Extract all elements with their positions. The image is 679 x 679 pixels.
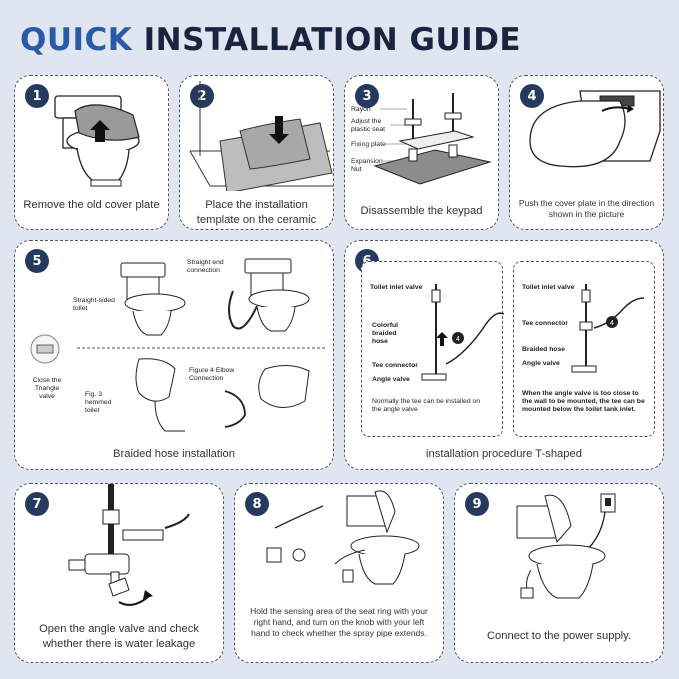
step-2-caption: Place the installation template on the c… (196, 199, 317, 226)
tee-angle-valve-diagram: Toilet inlet valve Colorful braided hose… (361, 261, 504, 437)
tee-inlet-diagram: Toilet inlet valve Tee connector Braided… (513, 261, 655, 437)
label-braided-hose: Colorful braided hose (372, 322, 399, 346)
label-close-valve: Close the Triangle valve (32, 377, 62, 401)
note-left: Normally the tee can be installed on the… (372, 398, 481, 414)
step-5-panel: 5 Straight end connection Straight-sided… (14, 240, 334, 470)
label-straight-end: Straight end connection (187, 259, 224, 275)
title-accent: QUICK (20, 22, 133, 58)
label-tee: Tee connector (372, 362, 418, 369)
step-1-panel: 1 Remove the old cover plate (14, 75, 169, 230)
step-number-badge: 1 (25, 84, 49, 108)
step-9-caption: Connect to the power supply. (486, 630, 632, 642)
step-8-panel: 8 Hold the sensing area of the seat ring… (234, 483, 444, 663)
label-angle-valve-2: Angle valve (522, 360, 560, 367)
step-3-caption: Disassemble the keypad (360, 205, 483, 217)
step-number-badge: 4 (520, 84, 544, 108)
label-angle-valve: Angle valve (372, 376, 410, 383)
label-adjust: Adjust the plastic seat (351, 118, 386, 134)
step-6-caption: installation procedure T-shaped (426, 448, 582, 460)
label-rayon: Rayon (351, 106, 371, 113)
seat-cover-illustration (529, 90, 661, 168)
step-7-panel: 7 Open the angle valve and check whether… (14, 483, 224, 663)
label-expansion: Expansion Nut (351, 158, 383, 174)
label-inlet-valve: Toilet inlet valve (370, 284, 423, 291)
power-supply-illustration (516, 493, 616, 599)
label-fixing: Fixing plate (351, 141, 386, 148)
step-6-panel: 6 Toilet inlet valve Colorful braided ho… (344, 240, 664, 470)
label-straight-sided: Straight-sided toilet (73, 297, 115, 313)
braided-hose-illustration (30, 258, 325, 432)
step-number-badge: 2 (190, 84, 214, 108)
step-number-badge: 9 (465, 492, 489, 516)
title-main: INSTALLATION GUIDE (143, 22, 522, 58)
label-inlet-valve-2: Toilet inlet valve (522, 284, 575, 291)
tee-diagram-left: 4 (421, 284, 504, 381)
step-9-panel: 9 Connect to the power supply. (454, 483, 664, 663)
step-number-badge: 5 (25, 249, 49, 273)
toilet-illustration (54, 95, 140, 187)
step-2-panel: 2 Place the installation template on the… (179, 75, 334, 230)
keypad-parts-illustration (373, 93, 492, 185)
angle-valve-illustration (68, 484, 190, 606)
label-fig3: Fig. 3 hemmed toilet (85, 391, 112, 415)
label-braided-hose-2: Braided hose (522, 346, 566, 353)
step-4-panel: 4 Push the cover plate in the direction … (509, 75, 664, 230)
page-title: QUICK INSTALLATION GUIDE (20, 22, 521, 58)
label-fig4: Figure 4 Elbow Connection (189, 367, 235, 383)
step-number-badge: 3 (355, 84, 379, 108)
label-tee-2: Tee connector (522, 320, 568, 327)
step-1-caption: Remove the old cover plate (23, 199, 160, 211)
callout-number: 4 (456, 336, 460, 343)
template-illustration (189, 81, 333, 191)
step-5-caption: Braided hose installation (113, 448, 235, 460)
callout-number: 4 (610, 320, 614, 327)
note-right: When the angle valve is too close to the… (522, 390, 645, 414)
step-7-caption: Open the angle valve and check whether t… (39, 623, 199, 650)
tee-diagram-right: 4 (571, 284, 645, 373)
step-number-badge: 7 (25, 492, 49, 516)
step-8-caption: Hold the sensing area of the seat ring w… (250, 606, 428, 639)
step-3-panel: 3 Rayon Adjust the plastic seat Fixing p… (344, 75, 499, 230)
sensing-knob-illustration (266, 490, 420, 585)
step-number-badge: 8 (245, 492, 269, 516)
step-4-caption: Push the cover plate in the direction sh… (518, 198, 655, 220)
